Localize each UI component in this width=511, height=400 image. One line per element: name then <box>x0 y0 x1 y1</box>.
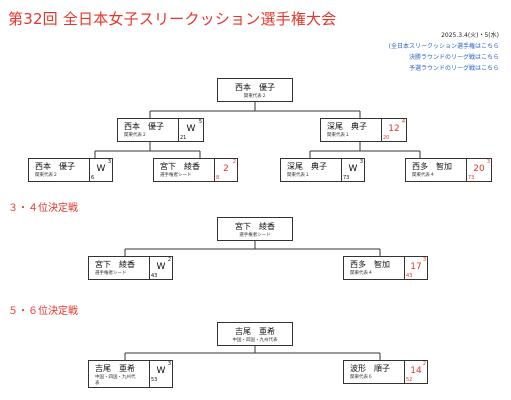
third-place-winner-box: 宮下 綾香 選手権者シード <box>217 217 293 241</box>
match-result-box: W 2 43 <box>149 256 173 280</box>
player-affiliation: 関東代表２ <box>243 94 267 99</box>
player-name: 西多 智加 <box>412 162 452 171</box>
result-mark: W <box>348 164 358 174</box>
player-name: 西本 優子 <box>124 122 164 131</box>
player-affiliation: 関東代表１ <box>327 133 350 138</box>
rank-number: 2 <box>167 257 171 263</box>
third-place-player-box: 宮下 綾香 選手権者シード <box>88 256 150 280</box>
fifth-place-winner-box: 吉尾 亜希 中国・四国・九州代表 <box>217 322 293 346</box>
player-affiliation: 中国・四国・九州代 表 <box>95 375 136 386</box>
match-result-box: 14 2 52 <box>404 360 428 384</box>
player-affiliation: 関東代表１ <box>287 173 310 178</box>
player-name: 宮下 綾香 <box>160 162 200 171</box>
link-preliminary-round-league[interactable]: 予選ラウンドのリーグ戦はこちら <box>408 65 499 72</box>
match-result-box: 12 4 20 <box>381 118 407 142</box>
link-all-japan-championship[interactable]: (全日本スリークッション選手権はこちら <box>388 43 499 50</box>
score-number: 21 <box>180 135 187 141</box>
player-affiliation: 関東代表２ <box>124 133 147 138</box>
semifinal-player-box: 深尾 典子 関東代表１ <box>320 118 382 142</box>
score-number: 52 <box>406 377 413 383</box>
result-mark: W <box>156 366 166 376</box>
semifinal-player-box: 西本 優子 関東代表２ <box>117 118 179 142</box>
player-name: 吉尾 亜希 <box>95 364 135 373</box>
result-mark: 14 <box>410 366 422 376</box>
quarterfinal-player-box: 深尾 典子 関東代表１ <box>280 158 342 182</box>
player-affiliation: 関東代表６ <box>350 375 373 380</box>
score-number: 8 <box>216 175 220 181</box>
section-title-third-place: ３・４位決定戦 <box>8 203 78 214</box>
rank-number: 2 <box>232 159 236 165</box>
rank-number: 3 <box>486 159 490 165</box>
player-affiliation: 関東代表４ <box>350 271 373 276</box>
match-result-box: 2 2 8 <box>214 158 238 182</box>
score-number: 73 <box>468 175 475 181</box>
quarterfinal-player-box: 西多 智加 関東代表４ <box>405 158 467 182</box>
match-result-box: W 5 21 <box>178 118 204 142</box>
match-result-box: W 3 53 <box>149 360 173 388</box>
score-number: 20 <box>383 135 390 141</box>
quarterfinal-player-box: 西本 優子 関東代表２ <box>28 158 90 182</box>
player-name: 西多 智加 <box>350 260 390 269</box>
rank-number: 3 <box>167 361 171 367</box>
rank-number: 4 <box>401 119 405 125</box>
match-result-box: W 3 73 <box>341 158 365 182</box>
score-number: 43 <box>151 273 158 279</box>
result-mark: 12 <box>388 124 400 134</box>
match-result-box: 17 3 43 <box>404 256 428 280</box>
result-mark: 2 <box>223 164 229 174</box>
player-name: 吉尾 亜希 <box>235 327 275 336</box>
player-affiliation: 関東代表２ <box>35 173 58 178</box>
result-mark: 17 <box>410 262 422 272</box>
fifth-place-player-box: 波形 順子 関東代表６ <box>343 360 405 384</box>
quarterfinal-player-box: 宮下 綾香 選手権者シード <box>153 158 215 182</box>
champion-box: 西本 優子 関東代表２ <box>217 78 293 102</box>
player-name: 深尾 典子 <box>327 122 367 131</box>
player-name: 宮下 綾香 <box>95 260 135 269</box>
rank-number: 2 <box>422 361 426 367</box>
rank-number: 3 <box>107 159 111 165</box>
result-mark: 20 <box>473 164 485 174</box>
score-number: 53 <box>151 377 158 383</box>
result-mark: W <box>156 262 166 272</box>
section-title-fifth-place: ５・６位決定戦 <box>8 306 78 317</box>
player-name: 西本 優子 <box>35 162 75 171</box>
score-number: 73 <box>343 175 350 181</box>
match-result-box: 20 3 73 <box>466 158 492 182</box>
player-affiliation: 関東代表４ <box>412 173 435 178</box>
rank-number: 3 <box>359 159 363 165</box>
third-place-player-box: 西多 智加 関東代表４ <box>343 256 405 280</box>
rank-number: 5 <box>198 119 202 125</box>
event-date: 2025.3.4(火)・5(水) <box>441 32 499 39</box>
player-name: 深尾 典子 <box>287 162 327 171</box>
player-affiliation: 選手権者シード <box>160 173 192 178</box>
page-title: 第32回 全日本女子スリークッション選手権大会 <box>8 10 337 28</box>
player-affiliation: 選手権者シード <box>239 233 271 238</box>
match-result-box: W 3 6 <box>89 158 113 182</box>
score-number: 43 <box>406 273 413 279</box>
score-number: 6 <box>91 175 95 181</box>
player-affiliation: 中国・四国・九州代表 <box>232 338 278 343</box>
result-mark: W <box>96 164 106 174</box>
rank-number: 3 <box>422 257 426 263</box>
result-mark: W <box>186 124 196 134</box>
player-name: 波形 順子 <box>350 364 390 373</box>
link-final-round-league[interactable]: 決勝ラウンドのリーグ戦はこちら <box>408 54 499 61</box>
player-name: 西本 優子 <box>235 83 275 92</box>
player-name: 宮下 綾香 <box>235 222 275 231</box>
player-affiliation: 選手権者シード <box>95 271 127 276</box>
fifth-place-player-box: 吉尾 亜希 中国・四国・九州代 表 <box>88 360 150 388</box>
